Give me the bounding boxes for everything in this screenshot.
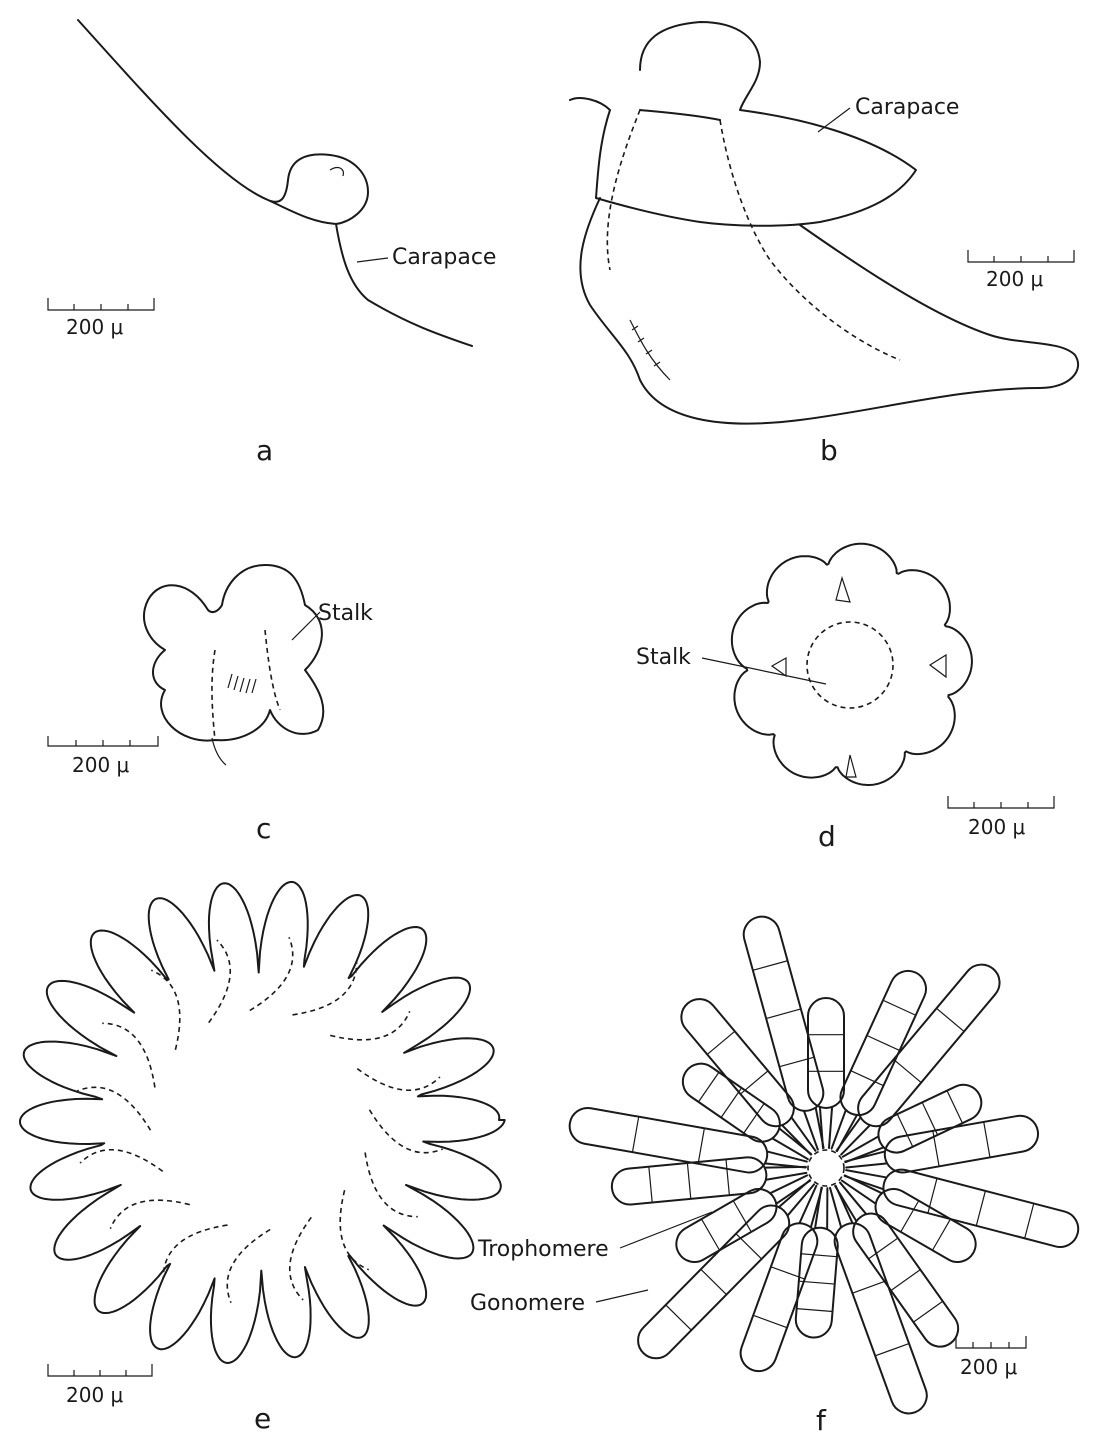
panel-f-scale-bar: 200 μ [956,1336,1026,1379]
svg-text:200 μ: 200 μ [960,1355,1018,1379]
panel-f-arm [610,1152,808,1206]
panel-f-arm [736,1181,837,1377]
panel-c-stalk-label: Stalk [318,601,373,626]
panel-c-scale-bar: 200 μ [48,736,158,777]
panel-f-arm [818,965,932,1157]
panel-e-scale-bar: 200 μ [48,1364,152,1407]
panel-b: Carapace 200 μ b [570,22,1078,467]
panel-a-letter: a [256,434,273,467]
panel-c: Stalk 200 μ c [48,565,373,845]
panel-e-inner-lobes [77,937,442,1302]
panel-e-letter: e [254,1402,271,1435]
panel-d-scale-bar: 200 μ [948,796,1054,839]
panel-f-arms [567,913,1082,1419]
panel-b-scale-bar: 200 μ [968,250,1074,291]
panel-f-arm [631,1170,825,1366]
panel-a-carapace-label: Carapace [392,245,496,270]
panel-f-arm [823,1174,965,1354]
panel-f-arm [676,1057,820,1172]
panel-f-arm [843,1113,1041,1182]
panel-f: Trophomere Gonomere 200 μ f [470,913,1082,1437]
svg-text:200 μ: 200 μ [72,753,130,777]
panel-b-body-outline [580,198,1078,424]
svg-text:200 μ: 200 μ [986,267,1044,291]
panel-d-stalk-label: Stalk [636,645,691,670]
panel-e: 200 μ e [20,882,505,1435]
panel-b-letter: b [820,434,838,467]
panel-f-arm [808,998,844,1148]
panel-f-center [808,1150,844,1186]
svg-text:200 μ: 200 μ [66,315,124,339]
panel-d-outline [732,544,972,785]
panel-f-letter: f [816,1404,827,1437]
panel-a-scale-bar: 200 μ [48,298,154,339]
panel-d-letter: d [818,820,836,853]
panel-f-gonomere-label: Gonomere [470,1291,585,1316]
svg-text:200 μ: 200 μ [66,1383,124,1407]
panel-d: Stalk 200 μ d [636,544,1054,853]
panel-b-carapace-label: Carapace [855,95,959,120]
panel-c-letter: c [256,812,271,845]
panel-b-carapace-outline [570,22,916,226]
panel-f-arm [841,1156,1082,1251]
panel-a: Carapace 200 μ a [48,20,496,467]
panel-d-stalk-circle [807,622,893,708]
panel-c-outline [144,565,323,741]
panel-f-arm [670,1162,818,1268]
panel-f-trophomere-label: Trophomere [477,1237,609,1262]
panel-a-carapace-outline [78,20,472,346]
panel-e-outline [20,882,505,1363]
svg-text:200 μ: 200 μ [968,815,1026,839]
